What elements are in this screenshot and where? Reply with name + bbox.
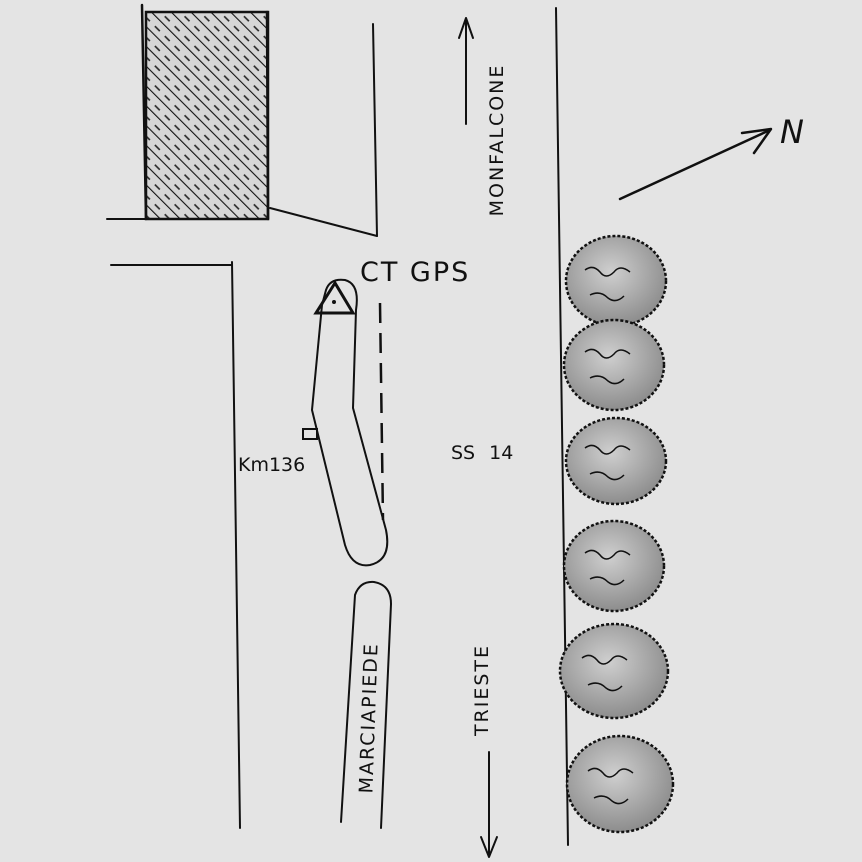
north-arrow-icon: [618, 127, 773, 201]
tree-icon: [564, 416, 668, 506]
kilometer-label: Km136: [238, 454, 305, 476]
building-block: [140, 3, 270, 221]
sidewalk-label: MARCIAPIEDE: [355, 642, 382, 794]
tree-icon: [565, 734, 675, 834]
road-label: SS 14: [451, 442, 513, 464]
lower-left-curb: [110, 261, 241, 829]
gps-point-label: CT GPS: [360, 257, 470, 288]
lane-dashed-line: [378, 302, 385, 521]
direction-label-monfalcone: MONFALCONE: [486, 64, 508, 217]
tree-icon: [558, 622, 670, 720]
kilometer-stone-icon: [302, 428, 318, 440]
tree-icon: [562, 318, 666, 412]
north-label: N: [780, 113, 804, 151]
road-right-edge: [555, 7, 569, 846]
tree-icon: [562, 519, 666, 613]
north-direction-arrow-icon: [458, 17, 474, 125]
tree-row: [558, 234, 675, 834]
south-direction-arrow-icon: [480, 751, 498, 858]
direction-label-trieste: TRIESTE: [471, 644, 493, 737]
tree-icon: [564, 234, 668, 328]
traffic-island: [311, 278, 389, 567]
triangle-survey-marker-icon: [313, 280, 356, 315]
upper-left-curb: [106, 23, 378, 237]
sidewalk-outline: [340, 580, 392, 829]
